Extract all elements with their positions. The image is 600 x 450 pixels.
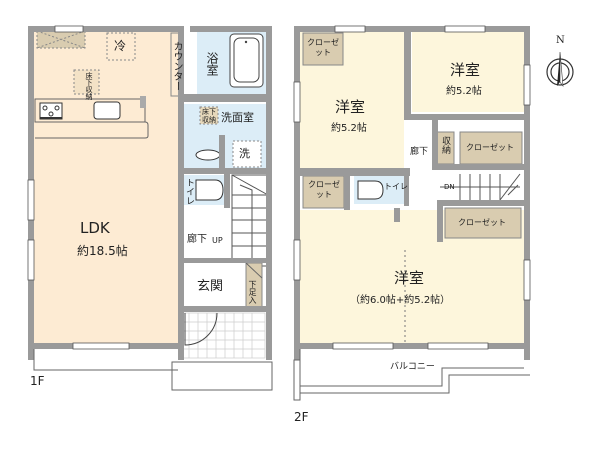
compass-north-label: N — [556, 35, 565, 46]
floor1-label: 1F — [30, 374, 45, 388]
fridge-label: 冷 — [114, 39, 127, 53]
fridge-space — [106, 32, 136, 61]
floor2-label: 2F — [294, 410, 309, 424]
ldk-area-label: 約18.5帖 — [77, 244, 128, 258]
western-room-nw-area: 約5.2帖 — [331, 123, 367, 134]
underfloor-storage-wash-label: 床下収納 — [202, 108, 216, 124]
hallway-1f-label: 廊下 — [187, 234, 207, 245]
washroom-label: 洗面室 — [221, 111, 254, 124]
hallway-2f-label: 廊下 — [410, 147, 429, 157]
bathroom-label: 浴室 — [205, 52, 219, 76]
counter-label: カウンター — [171, 41, 182, 91]
closet-se — [444, 207, 522, 239]
closet-se-label: クローゼット — [458, 218, 506, 227]
toilet-2f-label: トイレ — [384, 182, 408, 191]
washer-label: 洗 — [239, 147, 250, 160]
floor2-plan — [293, 25, 531, 401]
stairs-up-label: UP — [212, 236, 223, 245]
stairs-down-label: DN — [444, 183, 455, 191]
compass-icon — [546, 51, 574, 88]
closet-nw — [302, 32, 344, 66]
western-room-ne-area: 約5.2帖 — [446, 86, 482, 97]
ldk-label: LDK — [80, 219, 110, 237]
balcony-label: バルコニー — [390, 362, 435, 372]
closet-ne — [459, 131, 523, 165]
closet-nw-label: クローゼット — [307, 38, 339, 57]
entrance-label: 玄関 — [197, 279, 224, 294]
ldk-area — [33, 30, 179, 343]
closet-ne-label: クローゼット — [466, 143, 514, 152]
floor1-plan — [27, 25, 273, 391]
western-room-south-area: （約6.0帖+約5.2帖） — [350, 295, 451, 306]
closet-mid-label: クローゼット — [308, 180, 340, 199]
western-room-ne-label: 洋室 — [450, 61, 481, 79]
western-room-nw-label: 洋室 — [335, 98, 366, 116]
shoe-box-label: 下足入 — [248, 280, 257, 304]
western-room-south-label: 洋室 — [394, 269, 425, 287]
toilet-1f-label: トイレ — [184, 178, 194, 205]
storage-2f-label: 収納 — [440, 136, 450, 154]
underfloor-storage-kitchen-label: 床下収納 — [85, 72, 93, 100]
